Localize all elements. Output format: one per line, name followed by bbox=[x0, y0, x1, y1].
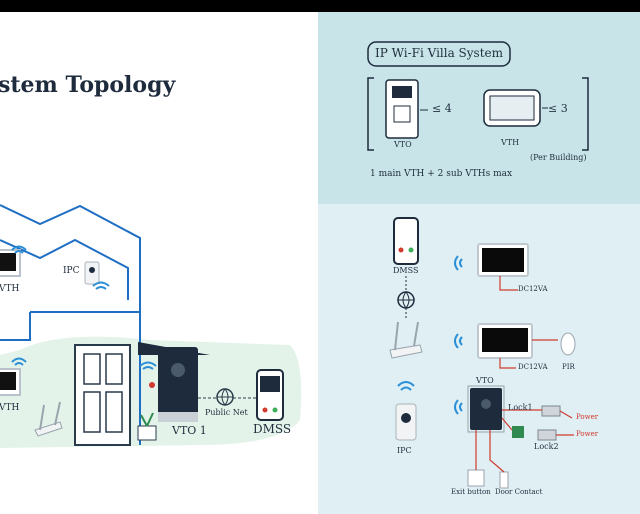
vth-limit-note: 1 main VTH + 2 sub VTHs max bbox=[370, 169, 513, 179]
door-panel-3 bbox=[83, 391, 101, 433]
vth-label-top: VTH bbox=[0, 284, 20, 294]
pir-sensor bbox=[560, 332, 576, 356]
bracket-right bbox=[582, 77, 589, 151]
ipc-label: IPC bbox=[63, 266, 80, 276]
ipc-label-right: IPC bbox=[397, 446, 412, 455]
vto-device bbox=[158, 347, 198, 422]
door-contact-icon bbox=[499, 471, 509, 489]
exit-button-icon bbox=[467, 469, 485, 487]
router-left bbox=[34, 421, 63, 437]
per-building-note: (Per Building) bbox=[530, 153, 587, 162]
pir-label: PIR bbox=[562, 363, 575, 371]
wifi-icon-right bbox=[397, 255, 463, 415]
plant-pot bbox=[137, 425, 157, 441]
vto-label-right: VTO bbox=[476, 376, 494, 385]
power-label-a: Power bbox=[576, 413, 599, 421]
exit-button-label: Exit button bbox=[451, 488, 491, 496]
lock1-label: Lock1 bbox=[508, 403, 533, 412]
vth-caption: VTH bbox=[501, 138, 520, 147]
wiring bbox=[475, 276, 574, 473]
villa-title: IP Wi-Fi Villa System bbox=[375, 46, 504, 60]
public-net-label: Public Net bbox=[205, 408, 248, 417]
vth-label-bottom: VTH bbox=[0, 403, 20, 413]
power-label-b: Power bbox=[576, 430, 599, 438]
power-label-2: DC12VA bbox=[518, 363, 548, 371]
dmss-label-right: DMSS bbox=[393, 266, 419, 275]
vto-camera bbox=[171, 363, 185, 377]
page-title: stem Topology bbox=[0, 72, 176, 98]
door-panel-1 bbox=[83, 353, 101, 385]
router-right bbox=[389, 344, 423, 359]
vto-indicator bbox=[149, 382, 155, 388]
plant-leaves bbox=[140, 412, 154, 427]
roof-line bbox=[0, 238, 129, 300]
vto-label: VTO 1 bbox=[172, 424, 207, 437]
lock2-label: Lock2 bbox=[534, 442, 559, 451]
door-panel-4 bbox=[105, 391, 123, 433]
door-panel-2 bbox=[105, 353, 123, 385]
villa-title-box bbox=[367, 41, 511, 67]
vto-base bbox=[158, 412, 198, 422]
lock2-icon bbox=[537, 429, 557, 441]
house-outline bbox=[0, 204, 141, 445]
lock1-icon bbox=[541, 405, 561, 417]
vth-count: ≤ 3 bbox=[548, 102, 568, 115]
top-black-bar bbox=[0, 0, 640, 12]
power-label-1: DC12VA bbox=[518, 285, 548, 293]
relay-icon bbox=[512, 426, 524, 438]
dmss-phone-right bbox=[393, 217, 419, 265]
vto-caption: VTO bbox=[394, 140, 412, 149]
dmss-label: DMSS bbox=[253, 422, 292, 436]
door-contact-label: Door Contact bbox=[495, 488, 543, 496]
bracket-left bbox=[367, 77, 374, 151]
vto-count: ≤ 4 bbox=[432, 102, 452, 115]
